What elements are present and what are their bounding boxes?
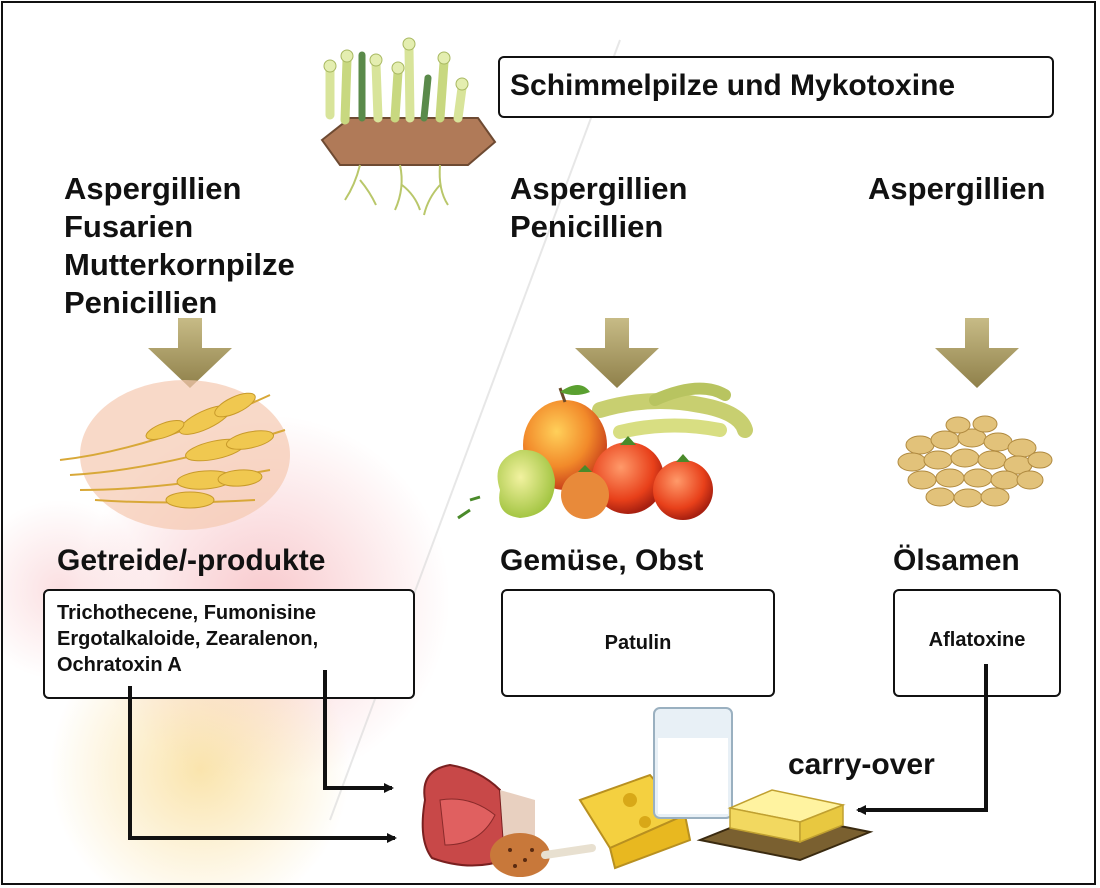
fruit-vegetables-icon <box>458 385 745 520</box>
connector-grain-to-animal-products-2 <box>325 670 392 788</box>
soybeans-icon <box>898 416 1052 507</box>
connector-carry-over <box>858 664 986 810</box>
connector-grain-to-animal-products <box>130 686 395 838</box>
down-arrow-grain <box>148 318 232 388</box>
connector-lines <box>130 664 986 838</box>
down-arrow-produce <box>575 318 659 388</box>
animal-products-icon <box>423 708 870 877</box>
mold-icon <box>322 38 495 215</box>
wheat-icon <box>60 380 290 530</box>
down-arrow-oilseeds <box>935 318 1019 388</box>
